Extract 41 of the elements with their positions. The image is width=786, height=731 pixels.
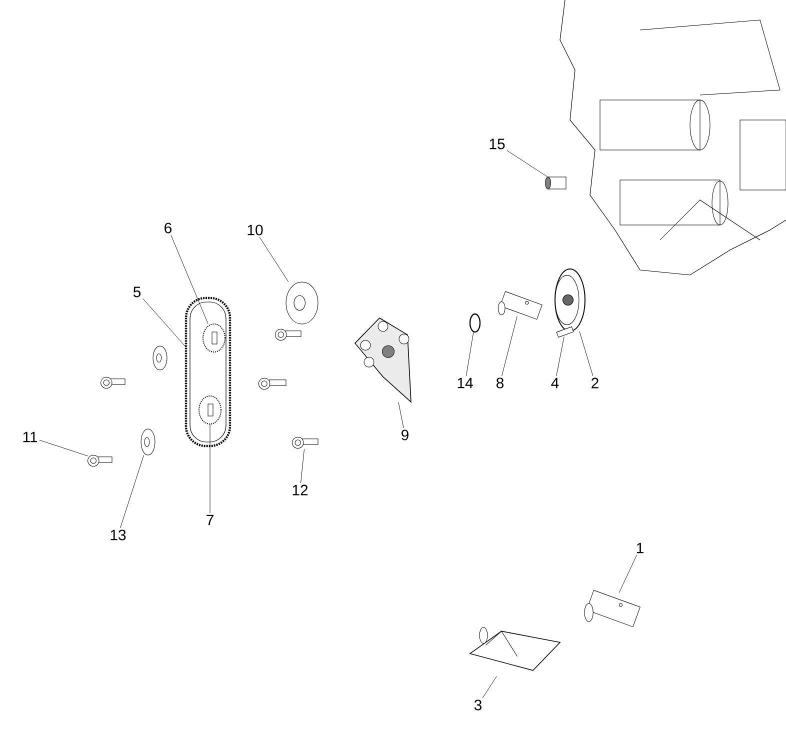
part-drawing [292,436,318,449]
callout-number: 3 [474,700,482,710]
part-drawing [202,324,226,352]
leader-line [502,316,518,376]
leader-line [300,449,304,484]
leader-line [556,336,564,376]
leader-line [579,331,594,376]
callout-number: 9 [402,430,408,440]
callout-number: 6 [164,222,172,234]
leader-line [618,554,637,593]
callout-number: 4 [551,378,559,388]
part-drawing [286,282,318,324]
leader-line [142,298,186,348]
callout-number: 14 [458,378,473,388]
part-drawing [545,176,566,190]
callout-number: 12 [292,484,308,496]
leader-line [398,402,404,428]
leader-line [39,440,88,456]
leader-line [466,332,474,376]
part-drawing [140,428,156,456]
callout-number: 7 [206,514,214,526]
part-drawing [556,326,574,338]
callout-number: 1 [636,542,644,554]
callout-number: 10 [248,224,263,236]
leader-line [506,150,548,178]
part-drawing [88,454,112,467]
callout-number: 13 [110,530,126,540]
callout-number: 11 [23,432,38,442]
callout-number: 15 [490,138,505,150]
callout-number: 5 [133,286,141,298]
part-drawing [184,296,232,448]
part-drawing [469,313,481,333]
part-drawing [584,590,640,628]
callout-number: 2 [592,378,598,388]
callout-number: 8 [496,378,504,388]
part-drawing [498,291,542,320]
leader-line [170,234,208,324]
leader-line [120,455,144,528]
leader-line [482,676,497,698]
part-drawing [198,396,222,424]
leader-line [259,236,289,282]
